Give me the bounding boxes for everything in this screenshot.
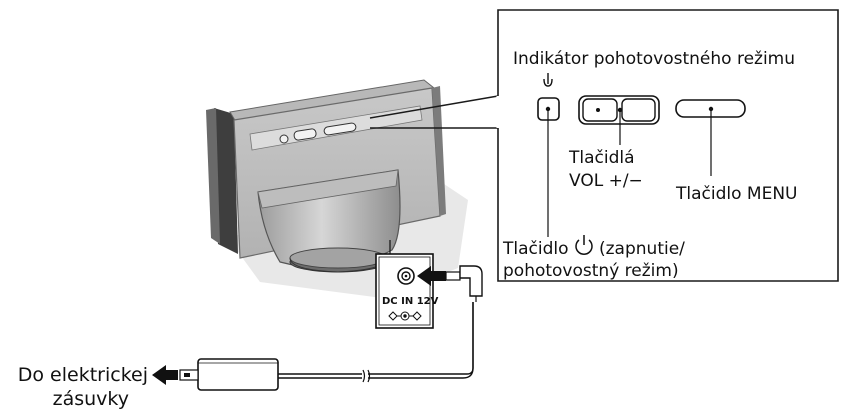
outlet-label-line1: Do elektrickej — [18, 364, 148, 386]
dc-plug — [445, 265, 483, 302]
arrow-into-jack-icon — [417, 266, 446, 286]
standby-led-icon — [543, 73, 553, 87]
power-icon — [575, 235, 593, 255]
dc-in-label: DC IN 12V — [382, 296, 439, 307]
power-button-label-prefix: Tlačidlo — [502, 239, 569, 259]
standby-indicator-label: Indikátor pohotovostného režimu — [513, 49, 795, 69]
dc-jack-callout: DC IN 12V — [375, 240, 439, 329]
callout-connectors — [369, 95, 499, 129]
arrow-to-outlet-icon — [152, 365, 178, 385]
polarity-symbol-icon — [388, 311, 422, 321]
vol-buttons-label-line1: Tlačidlá — [568, 148, 635, 168]
dc-jack-icon — [397, 267, 415, 285]
photo-frame-device — [206, 79, 446, 273]
menu-button-label: Tlačidlo MENU — [675, 184, 797, 204]
power-button-label-suffix: (zapnutie/ — [599, 239, 685, 259]
vol-buttons-label-line2: VOL +/− — [569, 171, 643, 191]
ac-adapter — [179, 358, 279, 391]
device-button-cluster — [279, 122, 357, 144]
power-button-label-line2: pohotovostný režim) — [503, 261, 679, 281]
outlet-label-line2: zásuvky — [53, 388, 129, 410]
